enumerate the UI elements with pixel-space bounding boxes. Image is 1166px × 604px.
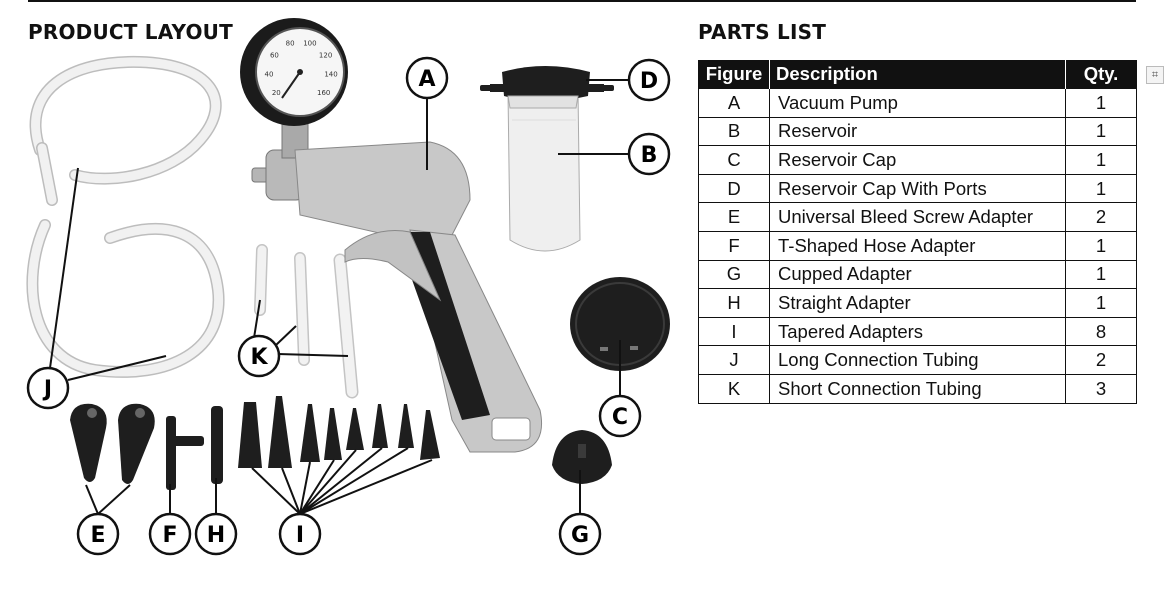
cell-qty: 2 <box>1065 202 1137 232</box>
svg-text:I: I <box>296 523 304 548</box>
cell-qty: 8 <box>1065 316 1137 347</box>
cell-description: Vacuum Pump <box>769 88 1066 118</box>
gauge-dial-label: 40 <box>265 71 274 79</box>
cell-description: Short Connection Tubing <box>769 373 1066 404</box>
cell-qty: 1 <box>1065 173 1137 204</box>
callout-b: B <box>627 132 671 176</box>
cell-qty: 1 <box>1065 116 1137 147</box>
cell-qty: 1 <box>1065 230 1137 261</box>
cell-figure: F <box>698 230 770 261</box>
cell-qty: 1 <box>1065 288 1137 318</box>
header-figure: Figure <box>698 60 770 89</box>
parts-table-header-row: Figure Description Qty. <box>698 60 1137 89</box>
gauge-dial-label: 100 <box>303 40 316 48</box>
callout-d: D <box>627 58 671 102</box>
universal-bleed-screw-adapters <box>70 403 155 484</box>
svg-text:A: A <box>418 67 435 92</box>
gauge-dial-label: 80 <box>286 40 295 48</box>
parts-list-heading: PARTS LIST <box>698 20 827 44</box>
svg-text:J: J <box>42 377 52 402</box>
gauge-dial-label: 140 <box>324 71 337 79</box>
callout-g: G <box>558 512 602 556</box>
cell-qty: 1 <box>1065 145 1137 175</box>
callout-f: F <box>148 512 192 556</box>
cell-description: Tapered Adapters <box>769 316 1066 347</box>
svg-text:D: D <box>640 69 658 94</box>
gauge-dial-label: 160 <box>317 89 330 97</box>
top-rule <box>28 0 1136 2</box>
cell-qty: 3 <box>1065 373 1137 404</box>
header-description: Description <box>769 60 1066 89</box>
callout-k: K <box>237 334 281 378</box>
t-shaped-hose-adapter <box>166 416 204 490</box>
qr-code-icon[interactable]: ⌗ <box>1146 66 1164 84</box>
cell-figure: A <box>698 88 770 118</box>
cell-figure: D <box>698 173 770 204</box>
callout-e: E <box>76 512 120 556</box>
short-connection-tubing <box>254 244 359 399</box>
gauge-dial-label: 20 <box>272 89 281 97</box>
cell-description: Long Connection Tubing <box>769 345 1066 375</box>
cell-figure: G <box>698 259 770 290</box>
callout-leader-lines <box>49 79 628 515</box>
reservoir-cap-with-ports <box>480 66 614 109</box>
svg-text:F: F <box>162 523 177 548</box>
svg-text:E: E <box>90 523 105 548</box>
svg-text:G: G <box>571 523 589 548</box>
cell-figure: H <box>698 288 770 318</box>
cell-figure: K <box>698 373 770 404</box>
gauge-dial-label: 120 <box>319 52 332 60</box>
cell-description: Universal Bleed Screw Adapter <box>769 202 1066 232</box>
tapered-adapters <box>238 396 440 468</box>
cell-qty: 1 <box>1065 259 1137 290</box>
svg-text:C: C <box>612 405 628 430</box>
cell-description: Reservoir Cap <box>769 145 1066 175</box>
callout-c: C <box>598 394 642 438</box>
long-connection-tubing <box>26 55 225 378</box>
cell-figure: B <box>698 116 770 147</box>
cell-figure: E <box>698 202 770 232</box>
svg-text:K: K <box>250 345 268 370</box>
callout-a: A <box>405 56 449 100</box>
cell-qty: 1 <box>1065 88 1137 118</box>
callout-j: J <box>26 366 70 410</box>
reservoir <box>507 91 581 252</box>
straight-adapter <box>211 406 223 484</box>
svg-text:H: H <box>207 523 225 548</box>
product-layout-heading: PRODUCT LAYOUT <box>28 20 233 44</box>
callout-i: I <box>278 512 322 556</box>
cell-figure: J <box>698 345 770 375</box>
cell-description: Straight Adapter <box>769 288 1066 318</box>
cell-figure: I <box>698 316 770 347</box>
cell-description: Cupped Adapter <box>769 259 1066 290</box>
cell-description: Reservoir Cap With Ports <box>769 173 1066 204</box>
cupped-adapter <box>552 430 612 484</box>
cell-description: Reservoir <box>769 116 1066 147</box>
svg-text:B: B <box>641 143 658 168</box>
callout-h: H <box>194 512 238 556</box>
header-qty: Qty. <box>1065 60 1137 89</box>
cell-qty: 2 <box>1065 345 1137 375</box>
cell-figure: C <box>698 145 770 175</box>
reservoir-cap <box>570 277 670 371</box>
gauge-dial-label: 60 <box>270 52 279 60</box>
cell-description: T-Shaped Hose Adapter <box>769 230 1066 261</box>
